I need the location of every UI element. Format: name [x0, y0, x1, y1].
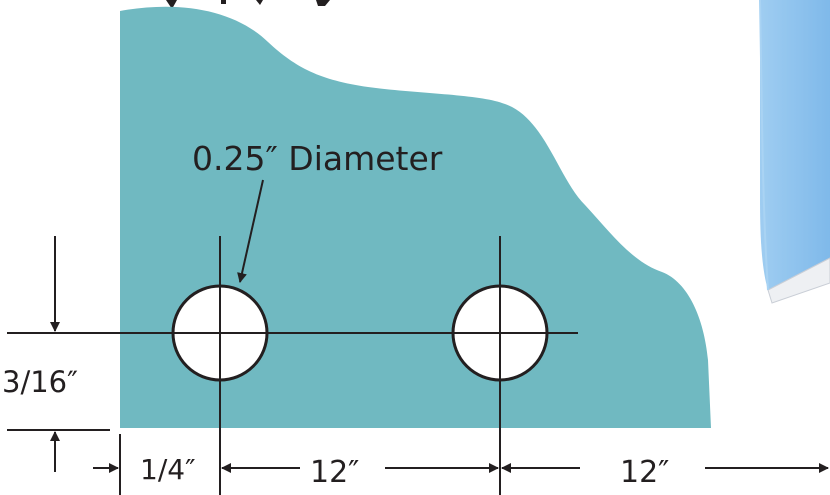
- spacing-label-second: 12″: [620, 455, 669, 490]
- hole-diameter-label: 0.25″ Diameter: [192, 139, 443, 178]
- spacing-label-first: 12″: [310, 455, 359, 490]
- vertical-dimension: [7, 236, 110, 472]
- vertical-offset-label: 3/16″: [2, 365, 78, 399]
- horizontal-dimensions: [93, 434, 829, 495]
- hole-crosshairs: [173, 286, 547, 380]
- side-panel: [759, 0, 830, 304]
- edge-offset-label: 1/4″: [140, 453, 196, 486]
- callout-leader: [237, 179, 264, 283]
- cropped-title-fragment: [166, 0, 330, 9]
- part-profile: [120, 6, 711, 428]
